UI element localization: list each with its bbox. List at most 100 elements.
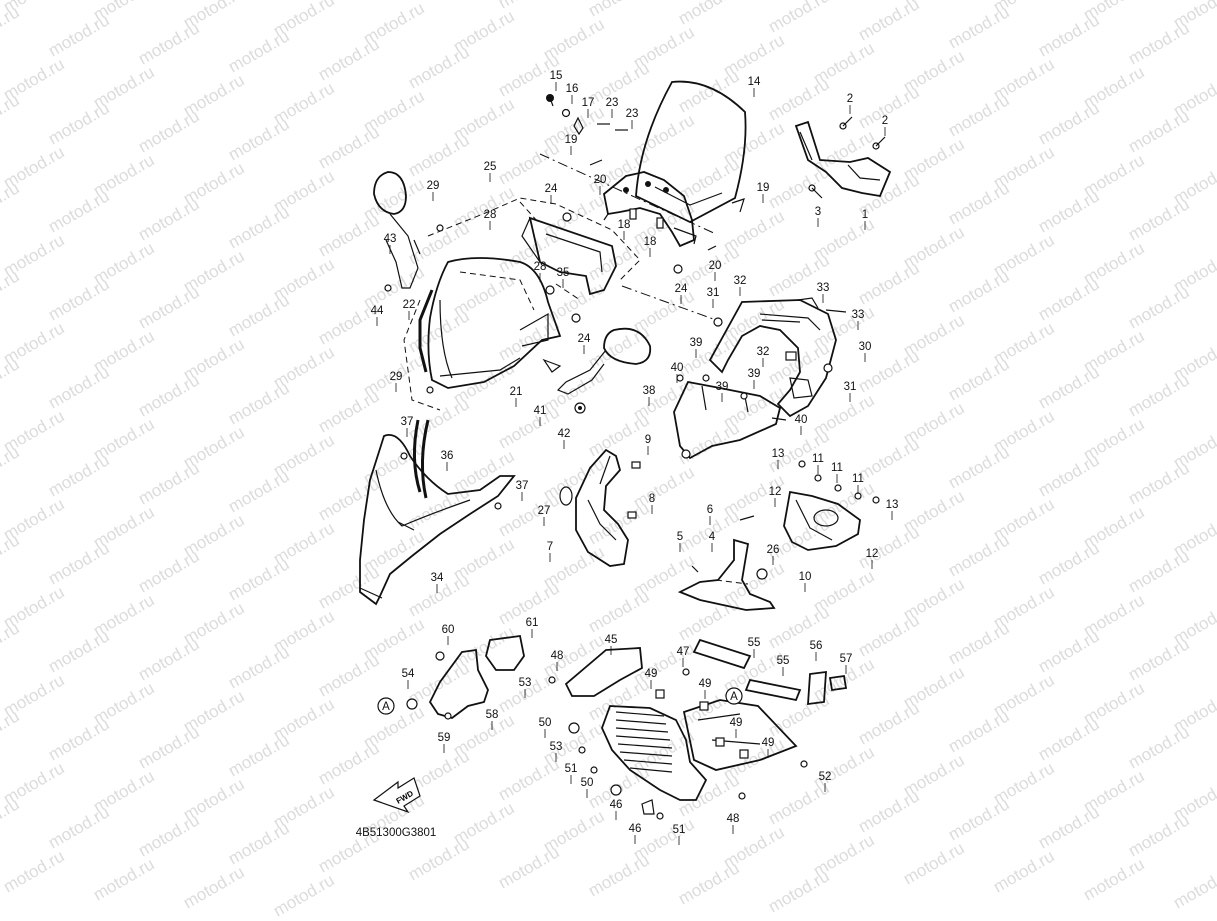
mirror-right bbox=[556, 327, 652, 414]
part-number-label: 19 bbox=[565, 134, 578, 146]
part-number-label: 13 bbox=[772, 448, 785, 460]
part-number-label: 32 bbox=[757, 346, 770, 358]
reference-marker-label: A bbox=[730, 691, 738, 703]
part-number-label: 57 bbox=[840, 653, 853, 665]
part-number-label: 49 bbox=[645, 668, 658, 680]
part-number-label: 23 bbox=[606, 97, 619, 109]
part-number-label: 48 bbox=[551, 650, 564, 662]
part-number-label: 19 bbox=[757, 182, 770, 194]
part-number-label: 31 bbox=[844, 381, 857, 393]
part-number-label: 20 bbox=[709, 260, 722, 272]
part-number-label: 39 bbox=[748, 368, 761, 380]
part-number-label: 14 bbox=[748, 76, 761, 88]
part-number-label: 4 bbox=[709, 531, 716, 543]
part-number-label: 8 bbox=[649, 493, 655, 505]
center-panel bbox=[677, 538, 776, 611]
part-number-label: 40 bbox=[795, 414, 808, 426]
part-number-label: 29 bbox=[390, 371, 403, 383]
part-number-label: 43 bbox=[384, 233, 397, 245]
part-number-label: 45 bbox=[605, 634, 618, 646]
part-number-label: 52 bbox=[819, 771, 832, 783]
part-number-label: 11 bbox=[852, 473, 864, 485]
part-number-label: 37 bbox=[516, 480, 529, 492]
part-number-label: 41 bbox=[534, 405, 547, 417]
part-number-label: 12 bbox=[866, 548, 879, 560]
part-number-label: 46 bbox=[610, 799, 623, 811]
headlight-cover bbox=[739, 460, 880, 551]
part-number-label: 33 bbox=[852, 309, 865, 321]
part-number-label: 55 bbox=[748, 637, 761, 649]
part-number-label: 58 bbox=[486, 709, 499, 721]
fasteners-upper bbox=[546, 94, 745, 323]
part-number-label: 40 bbox=[671, 362, 684, 374]
part-number-label: 20 bbox=[594, 174, 607, 186]
part-number-label: 5 bbox=[677, 531, 683, 543]
under-cowling bbox=[548, 638, 848, 820]
inner-panel bbox=[521, 216, 617, 296]
part-number-label: 1 bbox=[862, 209, 868, 221]
diagram-code: 4B51300G3801 bbox=[356, 827, 437, 839]
part-number-label: 59 bbox=[438, 732, 451, 744]
part-number-label: 29 bbox=[427, 180, 440, 192]
part-number-label: 60 bbox=[442, 624, 455, 636]
part-number-label: 23 bbox=[626, 108, 639, 120]
part-number-label: 50 bbox=[581, 777, 594, 789]
stay-bracket bbox=[673, 374, 787, 460]
part-number-label: 15 bbox=[550, 70, 563, 82]
part-number-label: 11 bbox=[831, 462, 843, 474]
reference-marker-label: A bbox=[382, 701, 390, 713]
part-number-label: 48 bbox=[727, 813, 740, 825]
part-number-label: 38 bbox=[643, 385, 656, 397]
part-number-label: 26 bbox=[767, 544, 780, 556]
part-number-label: 53 bbox=[519, 677, 532, 689]
part-number-label: 35 bbox=[557, 267, 570, 279]
part-number-label: 36 bbox=[441, 450, 454, 462]
part-number-label: 49 bbox=[699, 678, 712, 690]
part-number-label: 39 bbox=[716, 381, 729, 393]
screen-bracket bbox=[603, 171, 697, 248]
part-number-label: 30 bbox=[859, 341, 872, 353]
part-number-label: 46 bbox=[629, 823, 642, 835]
part-number-label: 21 bbox=[510, 386, 523, 398]
part-number-label: 28 bbox=[534, 261, 547, 273]
part-number-label: 44 bbox=[371, 305, 384, 317]
grill bbox=[615, 711, 673, 773]
part-number-label: 54 bbox=[402, 668, 415, 680]
part-number-label: 37 bbox=[401, 416, 414, 428]
mirror-left bbox=[373, 171, 444, 292]
reference-marker-a: A bbox=[725, 687, 743, 705]
part-number-label: 2 bbox=[882, 115, 888, 127]
part-number-label: 2 bbox=[847, 93, 853, 105]
part-number-label: 32 bbox=[734, 275, 747, 287]
part-number-label: 18 bbox=[618, 219, 631, 231]
part-number-label: 16 bbox=[566, 83, 579, 95]
part-number-label: 24 bbox=[578, 333, 591, 345]
part-number-label: 28 bbox=[484, 209, 497, 221]
part-number-label: 13 bbox=[886, 499, 899, 511]
part-number-label: 10 bbox=[799, 571, 812, 583]
lower-bracket-left bbox=[406, 634, 525, 720]
part-number-label: 53 bbox=[550, 741, 563, 753]
part-number-label: 12 bbox=[769, 486, 782, 498]
meter-cover bbox=[708, 297, 847, 418]
part-number-label: 31 bbox=[707, 287, 720, 299]
part-number-label: 49 bbox=[730, 717, 743, 729]
part-number-label: 33 bbox=[817, 282, 830, 294]
upper-cowl-panel bbox=[418, 257, 562, 394]
part-number-label: 49 bbox=[762, 737, 775, 749]
part-number-label: 42 bbox=[558, 428, 571, 440]
part-number-label: 56 bbox=[810, 640, 823, 652]
part-number-label: 17 bbox=[582, 97, 595, 109]
part-number-label: 50 bbox=[539, 717, 552, 729]
side-cowl bbox=[359, 419, 516, 606]
part-number-label: 47 bbox=[677, 646, 690, 658]
part-number-label: 11 bbox=[812, 453, 824, 465]
part-number-label: 25 bbox=[484, 161, 497, 173]
reference-marker-a: A bbox=[377, 697, 395, 715]
part-number-label: 6 bbox=[707, 504, 713, 516]
part-number-label: 24 bbox=[675, 283, 688, 295]
part-number-label: 39 bbox=[690, 337, 703, 349]
